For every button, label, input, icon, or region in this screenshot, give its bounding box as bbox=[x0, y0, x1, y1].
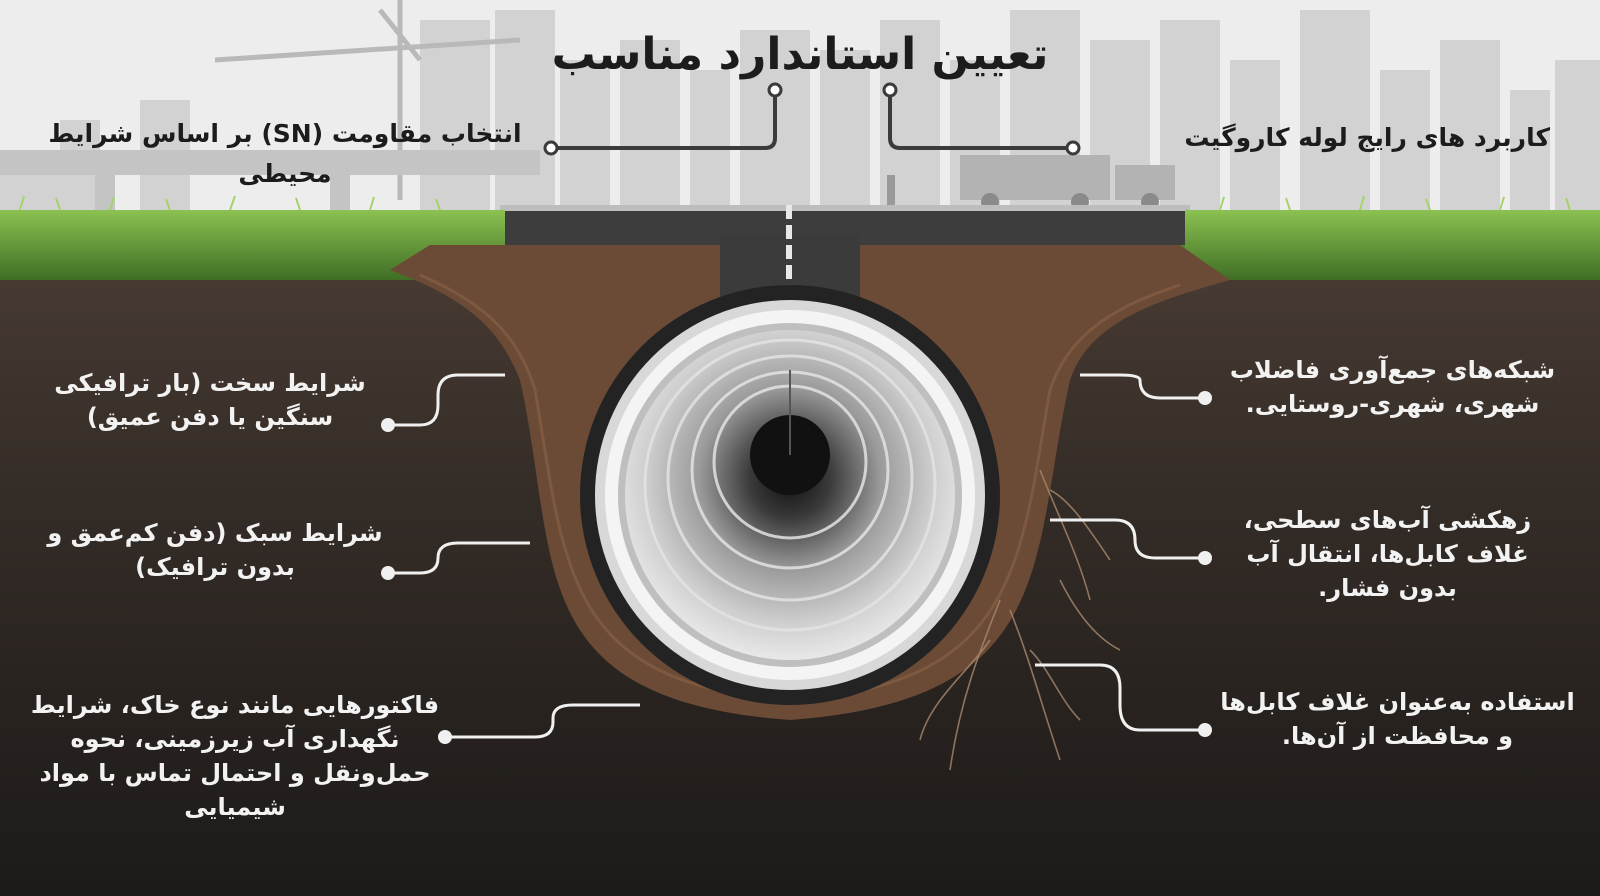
connector-dot bbox=[1198, 391, 1212, 405]
connector-dot bbox=[1198, 723, 1212, 737]
connector-dot bbox=[1198, 551, 1212, 565]
label-other-factors: فاکتورهایی مانند نوع خاک، شرایط نگهداری … bbox=[30, 691, 440, 822]
label-cable-sheath: استفاده به‌عنوان غلاف کابل‌ها و محافظت ا… bbox=[1220, 688, 1575, 751]
header-common-uses: کاربرد های رایج لوله کاروگیت bbox=[1184, 123, 1550, 152]
connector-dot bbox=[381, 566, 395, 580]
person-icon bbox=[887, 175, 895, 205]
truck-icon bbox=[960, 155, 1175, 211]
connector-dot bbox=[381, 418, 395, 432]
leader-lines bbox=[551, 92, 1073, 150]
connector-dot bbox=[438, 730, 452, 744]
bridge bbox=[0, 150, 540, 175]
label-heavy-conditions: شرایط سخت (بار ترافیکی سنگین یا دفن عمیق… bbox=[54, 369, 366, 432]
header-sn-selection: انتخاب مقاومت (SN) بر اساس شرایط محیطی bbox=[48, 119, 522, 188]
label-light-conditions: شرایط سبک (دفن کم‌عمق و بدون ترافیک) bbox=[47, 519, 383, 582]
label-surface-drainage: زهکشی آب‌های سطحی، غلاف کابل‌ها، انتقال … bbox=[1243, 506, 1532, 603]
grass-right bbox=[1185, 210, 1600, 280]
connector-dot bbox=[1065, 140, 1081, 156]
roots bbox=[919, 469, 1121, 771]
label-sewer-networks: شبکه‌های جمع‌آوری فاضلاب شهری، شهری-روست… bbox=[1229, 356, 1556, 419]
connector-dot bbox=[543, 140, 559, 156]
connector-dot bbox=[767, 82, 783, 98]
page-title: تعیین استاندارد مناسب bbox=[551, 29, 1049, 80]
connector-dot bbox=[882, 82, 898, 98]
